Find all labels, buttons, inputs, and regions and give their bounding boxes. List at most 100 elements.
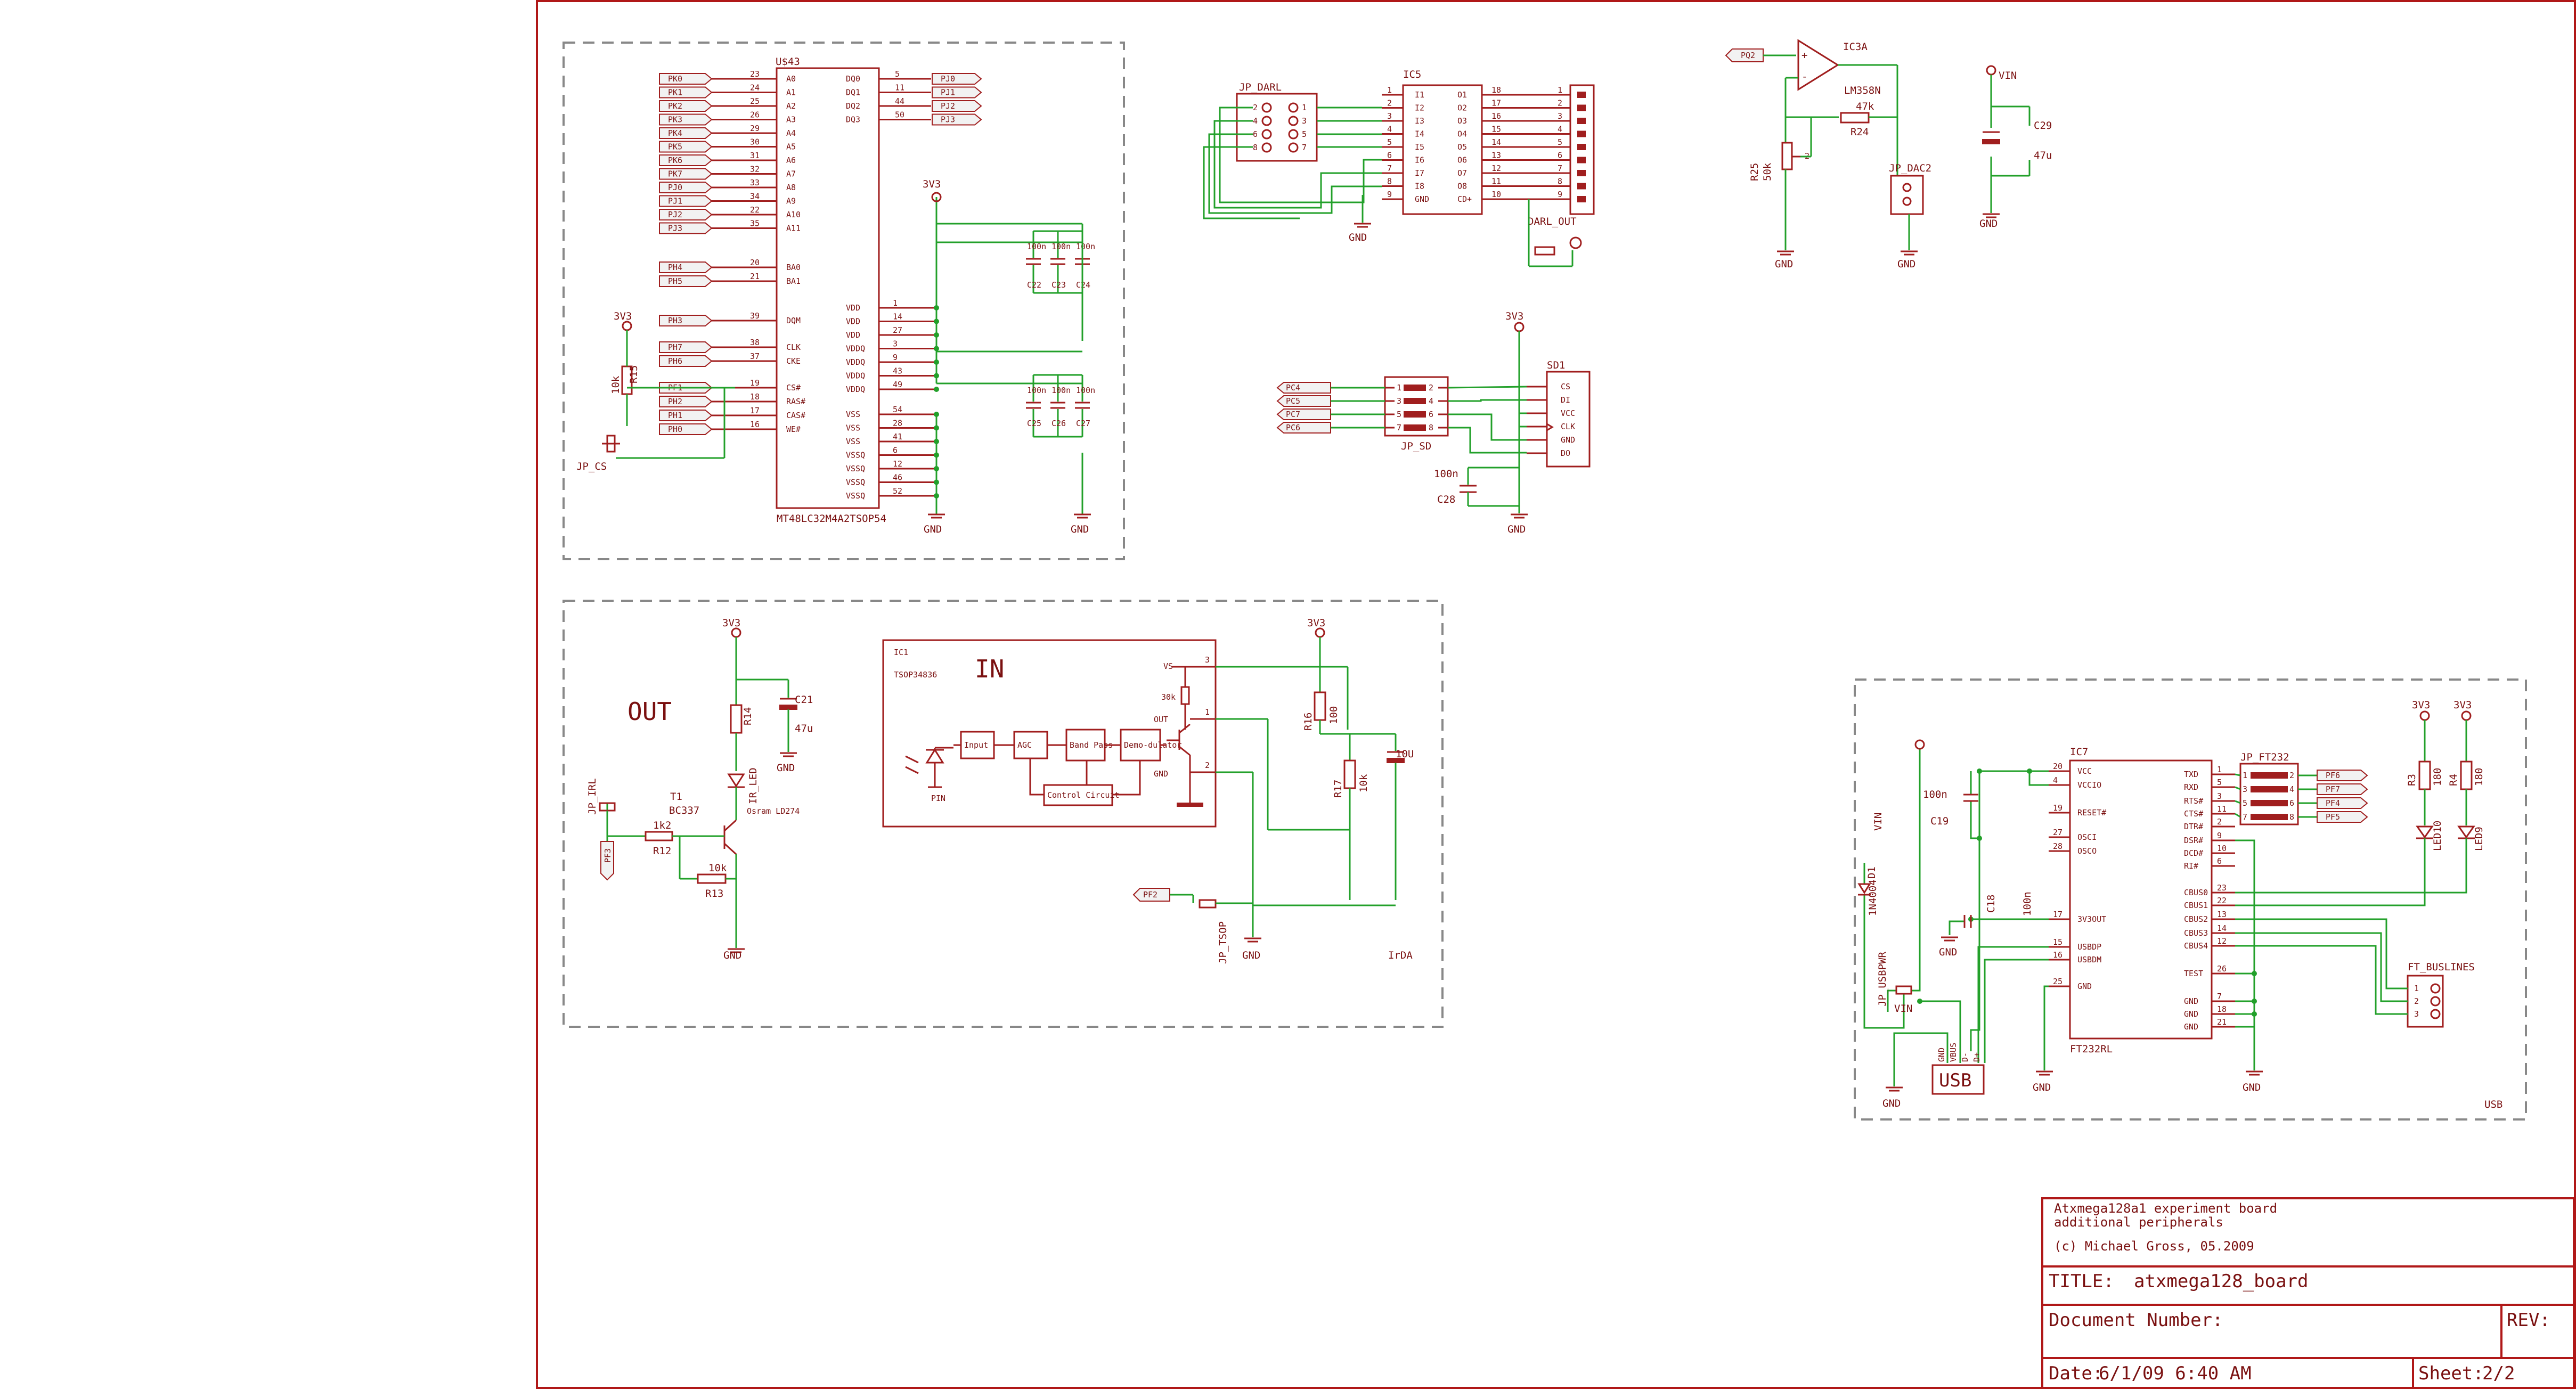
darl-out-name: CD+: [1457, 194, 1472, 204]
jp-sd-pin-num: 3: [1397, 396, 1401, 406]
t1-part: BC337: [669, 805, 699, 816]
ft-wire: [2235, 838, 2426, 906]
sdram-pk0-port: [659, 73, 713, 85]
ft-left-pin-num: 17: [2053, 910, 2063, 919]
sdram-pin-num: 32: [750, 165, 760, 174]
usb-group-label: USB: [2484, 1099, 2502, 1110]
opamp-plus: +: [1801, 50, 1807, 61]
sdram-vdd-num: 49: [893, 380, 902, 389]
sd-pc7-port: [1276, 408, 1331, 420]
jp-ft-pin-num: 1: [2243, 771, 2247, 780]
ft-right-pin-name: CBUS1: [2184, 901, 2208, 910]
darl-jumper[interactable]: [1534, 246, 1555, 256]
sdram-ph6-net-label: PH6: [668, 356, 682, 366]
usb-connector[interactable]: [1931, 1064, 1985, 1095]
sdram-pk1-net-label: PK1: [668, 88, 682, 97]
sdram-pj3-port: [659, 222, 713, 234]
ft-right-pin-name: GND: [2184, 1022, 2198, 1032]
irda-note: IrDA: [1388, 950, 1413, 961]
connector-pin-icon: [1577, 130, 1586, 137]
sdram-dq-pj3-net-label: PJ3: [941, 115, 955, 125]
ft-left-pin-num: 19: [2053, 803, 2063, 813]
sdram-pin-name: BA0: [786, 263, 801, 272]
jp-darl-header[interactable]: [1236, 93, 1318, 162]
sdram-dq-pj1-net-label: PJ1: [941, 88, 955, 97]
sdram-power-up-icon: [931, 192, 942, 202]
sdram-ref: U$43: [776, 56, 800, 68]
usb-ground-label: GND: [1882, 1098, 1901, 1109]
c29-ref: C29: [2034, 120, 2052, 132]
sdram-pin-name: A3: [786, 115, 796, 125]
darl-out-connector[interactable]: [1569, 84, 1595, 215]
jp-ft-pin-num: 6: [2289, 798, 2294, 808]
sdram-pin-name: DQM: [786, 316, 801, 325]
tsop-out-label: OUT: [1154, 715, 1168, 724]
sdram-vdd-num: 1: [893, 298, 898, 308]
sdram-pin-num: 17: [750, 406, 760, 415]
darl-in-name: I5: [1415, 142, 1424, 152]
tsop-block-label: Band Pass: [1070, 740, 1113, 750]
ft-jp-wire: [2235, 800, 2241, 804]
connector-pin-icon: [1577, 196, 1586, 202]
sd-pc4-port: [1276, 382, 1331, 394]
jp-ft232-header[interactable]: [2239, 763, 2299, 825]
sdram-vss-num: 12: [893, 459, 902, 469]
cap-ref-label: C23: [1051, 280, 1066, 290]
title-value: atxmega128_board: [2134, 1271, 2309, 1292]
sdram-vdd-num: 3: [893, 339, 898, 349]
header-pin-icon: [1404, 411, 1426, 418]
sd-connector[interactable]: [1546, 371, 1591, 468]
ir-led-icon: [727, 773, 745, 788]
darl-conn-num: 2: [1558, 99, 1562, 108]
d1-part: 1N4004: [1867, 879, 1879, 916]
sdram-pin-name: WE#: [786, 424, 801, 434]
ft-right-pin-name: DTR#: [2184, 822, 2203, 831]
sdram-pin-name: BA1: [786, 276, 801, 286]
jp-sd-header[interactable]: [1384, 376, 1449, 437]
ir-out-gnd-label-1: GND: [777, 762, 795, 774]
sd-pc4-net-label: PC4: [1286, 383, 1300, 393]
sdram-pk7-net-label: PK7: [668, 169, 682, 179]
darl-in-num: 6: [1387, 151, 1392, 160]
cap-value-label: 100n: [1027, 386, 1046, 395]
ir-led-note: Osram LD274: [747, 806, 800, 816]
c18-ground-label: GND: [1939, 946, 1957, 958]
ft-right-pin-name: CBUS0: [2184, 888, 2208, 897]
sdram-ph0-net-label: PH0: [668, 424, 682, 434]
description-line-2: additional peripherals: [2054, 1215, 2223, 1230]
tsop-pin-label: PIN: [931, 794, 945, 803]
ft-wire: [2028, 771, 2049, 786]
sdram-vss-name: VSS: [846, 410, 860, 419]
ft-pf4-net-label: PF4: [2326, 798, 2340, 808]
sheet-frame: [536, 0, 2576, 1389]
sdram-dq-pj0-net-label: PJ0: [941, 74, 955, 84]
jp-ft232-label: JP_FT232: [2240, 751, 2289, 763]
connector-pin-icon: [1577, 144, 1586, 150]
sd-pc5-net-label: PC5: [1286, 396, 1300, 406]
sdram-pin-name: A9: [786, 197, 796, 206]
darl-out-num: 12: [1491, 163, 1501, 173]
header-pin-icon: [2430, 1009, 2441, 1019]
ft-buslines-header[interactable]: [2407, 975, 2444, 1028]
ft-right-pin-num: 23: [2217, 883, 2227, 893]
ft-right-pin-name: TXD: [2184, 770, 2198, 779]
connector-pin-icon: [1577, 92, 1586, 98]
jp-usbpwr-jumper[interactable]: [1895, 985, 1912, 995]
c28-ref: C28: [1437, 494, 1455, 505]
jp-tsop-jumper[interactable]: [1199, 899, 1217, 909]
sdram-pin-num: 16: [750, 420, 760, 429]
jp-dac2-header[interactable]: [1890, 175, 1924, 215]
sdram-pin-num: 21: [750, 272, 760, 281]
sdram-chip: [776, 67, 880, 509]
r17-ref: R17: [1332, 780, 1344, 798]
dac-gnd-label-3: GND: [1979, 218, 1998, 230]
darl-out-num: 10: [1491, 190, 1501, 199]
jp-dac2-label: JP_DAC2: [1889, 162, 1931, 174]
pf3-net-label: PF3: [603, 848, 613, 863]
sdram-pj2-net-label: PJ2: [668, 210, 682, 219]
darl-wire: [1203, 146, 1300, 219]
ft-right-pin-name: CTS#: [2184, 809, 2203, 819]
sdram-pk4-port: [659, 127, 713, 139]
ft-right-pin-num: 13: [2217, 910, 2227, 919]
